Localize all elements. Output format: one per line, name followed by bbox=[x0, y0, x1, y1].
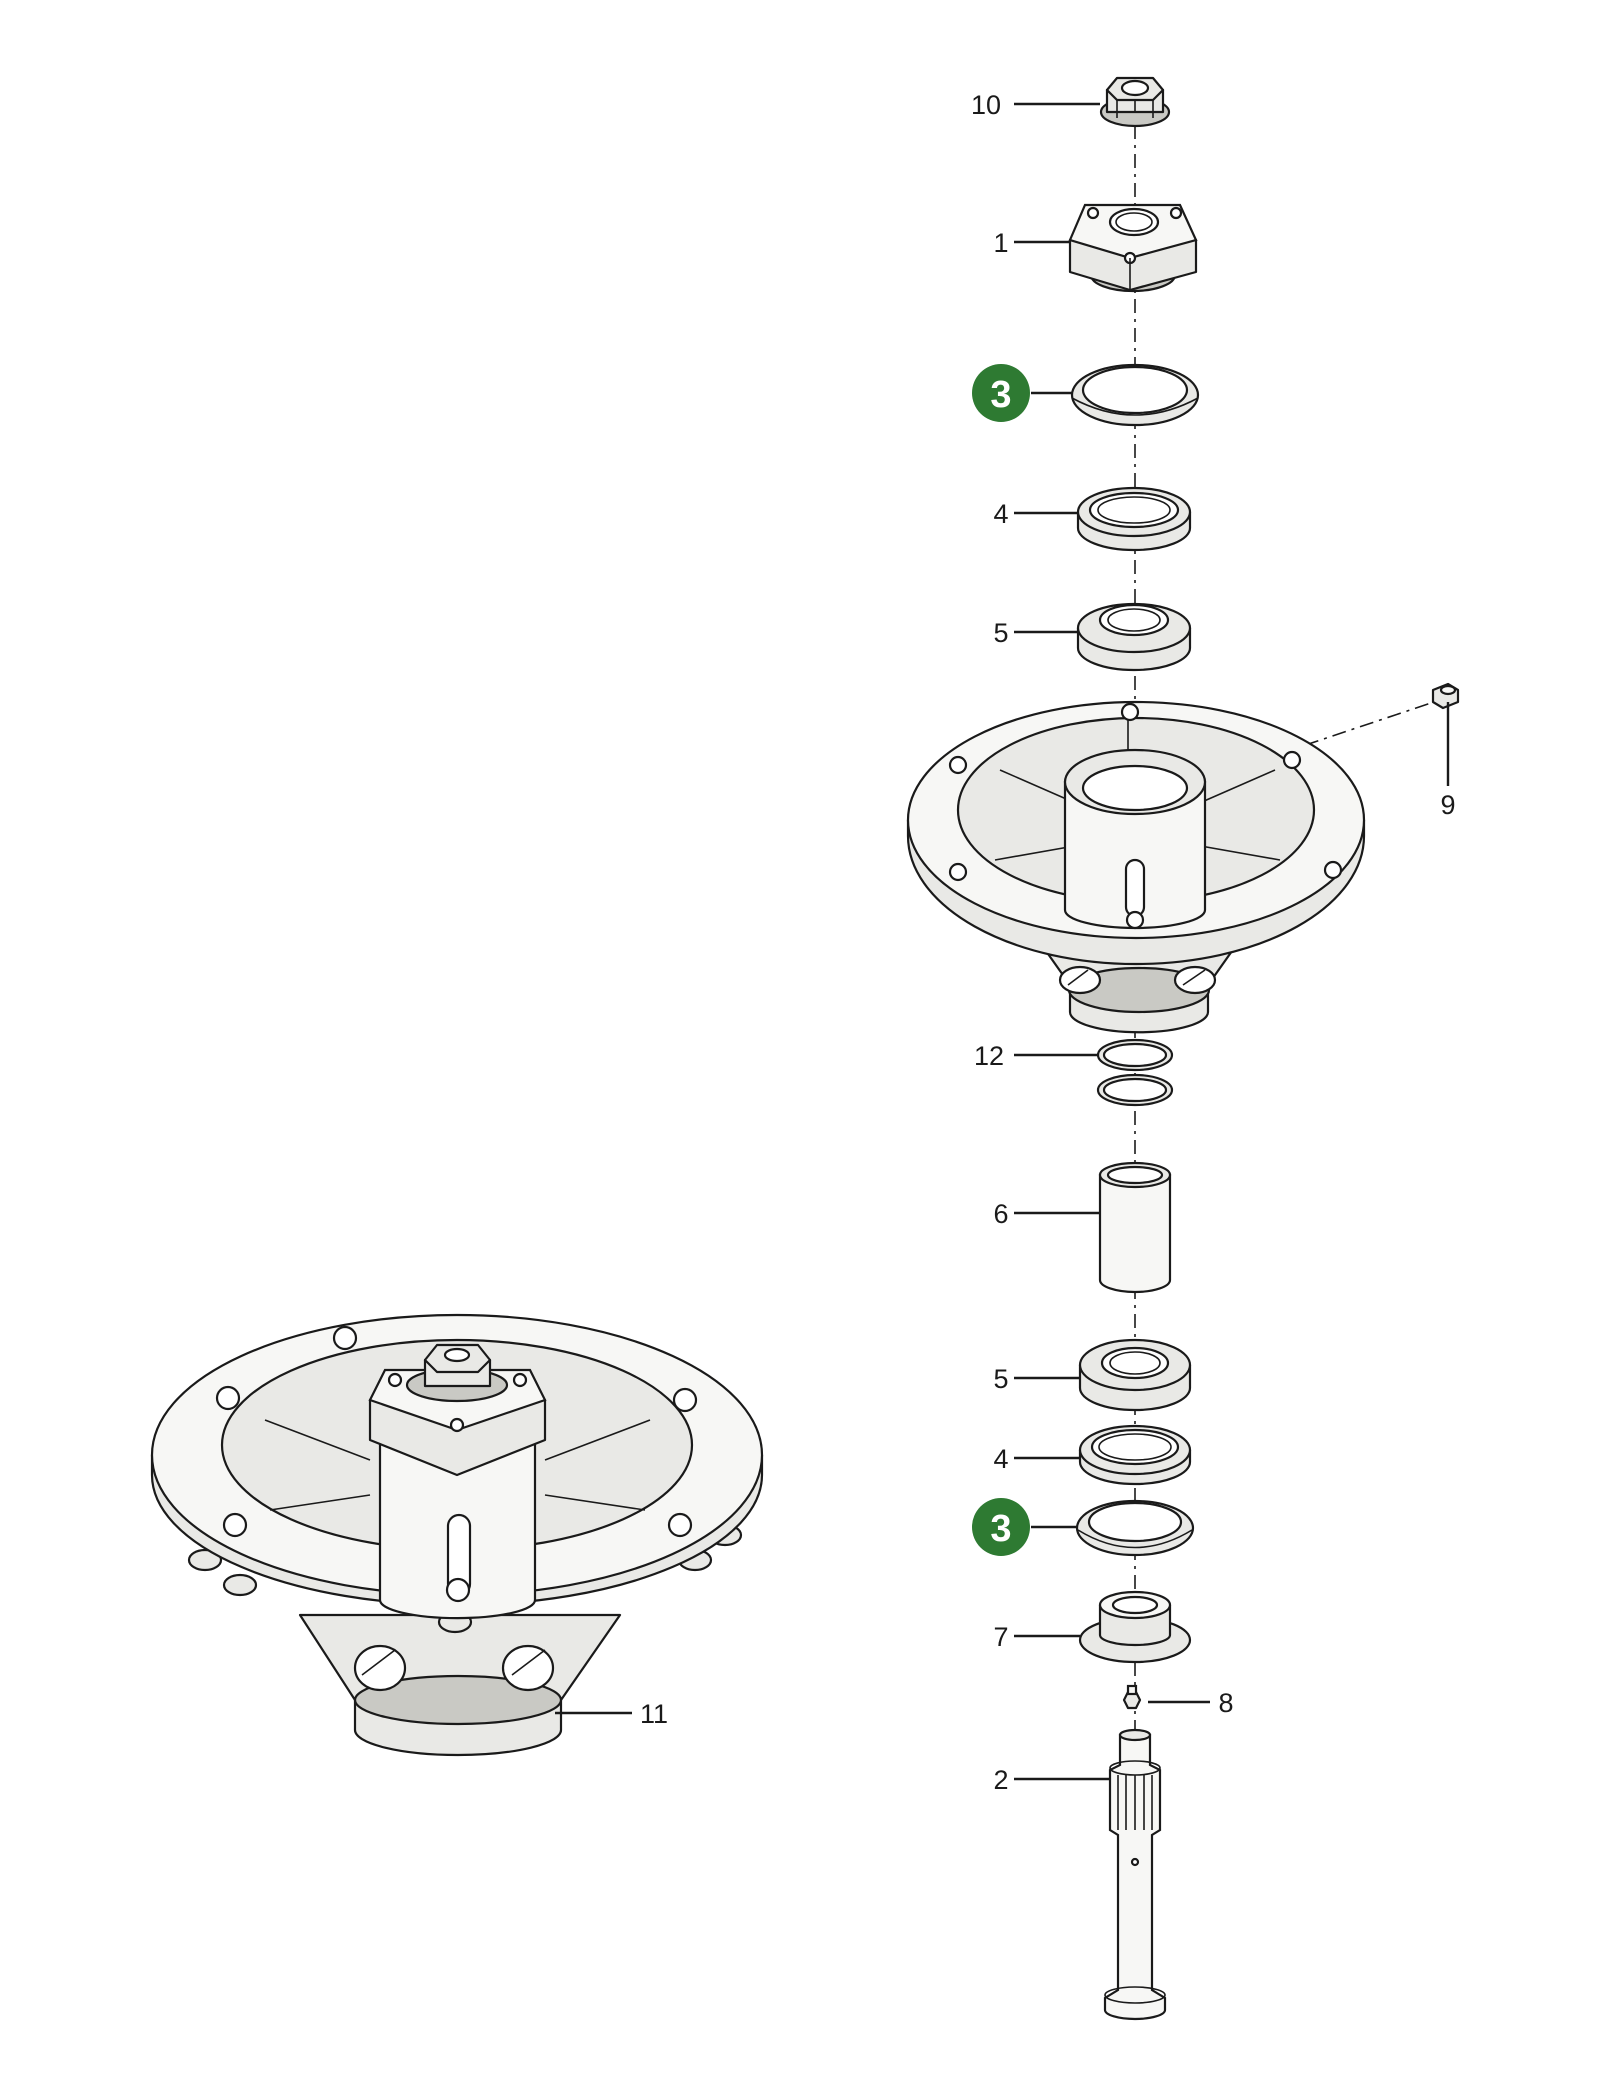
callout-labels: 10 1 4 5 9 12 6 5 4 7 8 2 11 bbox=[640, 90, 1456, 1795]
callout-11: 11 bbox=[640, 1699, 668, 1729]
callout-8: 8 bbox=[1218, 1688, 1233, 1718]
callout-1: 1 bbox=[993, 228, 1008, 258]
badge-3-top-label: 3 bbox=[990, 374, 1011, 416]
part-11-assembled-spindle bbox=[150, 1313, 764, 1757]
part-1-spline-hub bbox=[1068, 203, 1198, 293]
part-9-grease-fitting bbox=[1431, 682, 1460, 710]
callout-7: 7 bbox=[993, 1622, 1008, 1652]
highlight-badge-3-top[interactable]: 3 bbox=[972, 364, 1030, 422]
part-3-seal-top bbox=[1070, 363, 1200, 427]
spindle-housing-exploded bbox=[906, 700, 1366, 1034]
part-4-oil-seal-top bbox=[1076, 486, 1192, 552]
callout-6: 6 bbox=[993, 1199, 1008, 1229]
callout-4-bottom: 4 bbox=[993, 1444, 1008, 1474]
part-5-bearing-top bbox=[1076, 602, 1192, 672]
callout-5-bottom: 5 bbox=[993, 1364, 1008, 1394]
part-5-bearing-bottom bbox=[1078, 1338, 1192, 1412]
part-10-hex-nut bbox=[1099, 76, 1171, 128]
part-4-oil-seal-bottom bbox=[1078, 1424, 1192, 1486]
part-8-grease-zerk bbox=[1122, 1684, 1142, 1710]
callout-9: 9 bbox=[1440, 790, 1455, 820]
callout-10: 10 bbox=[971, 90, 1001, 120]
callout-12: 12 bbox=[974, 1041, 1004, 1071]
part-2-spindle-shaft bbox=[1103, 1728, 1167, 2021]
part-6-spacer-tube bbox=[1098, 1161, 1172, 1294]
part-3-seal-bottom bbox=[1075, 1499, 1195, 1557]
callout-5-top: 5 bbox=[993, 618, 1008, 648]
leader-lines bbox=[555, 102, 1450, 1781]
highlight-badge-3-bottom[interactable]: 3 bbox=[972, 1498, 1030, 1556]
part-12-snap-rings bbox=[1096, 1038, 1174, 1107]
callout-2: 2 bbox=[993, 1765, 1008, 1795]
part-7-retainer bbox=[1078, 1590, 1192, 1664]
badge-3-bottom-label: 3 bbox=[990, 1508, 1011, 1550]
callout-4-top: 4 bbox=[993, 499, 1008, 529]
